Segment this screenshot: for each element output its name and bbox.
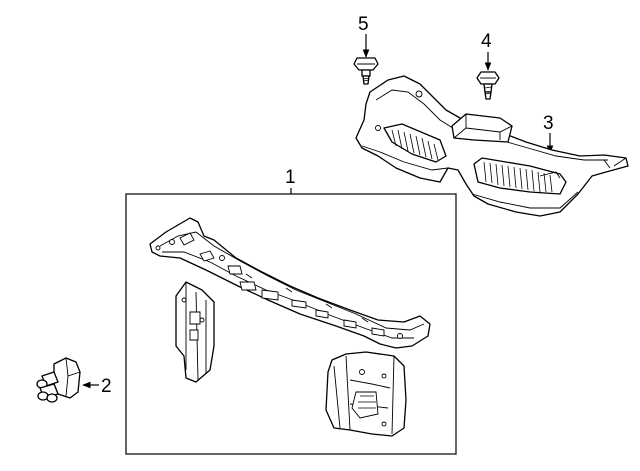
clip-part-4 <box>476 71 500 100</box>
connector-part-2 <box>36 357 81 403</box>
callout-2-label: 2 <box>101 376 112 397</box>
callout-1-group: 1 <box>125 167 457 455</box>
callout-5-group: 5 <box>358 14 370 58</box>
assembly-frame-box <box>125 193 457 455</box>
callout-4-group: 4 <box>481 31 492 71</box>
callout-5-label: 5 <box>358 14 369 35</box>
callout-1-label: 1 <box>285 167 296 188</box>
radiator-support-part-1 <box>149 217 431 437</box>
callout-3-group: 3 <box>543 113 554 154</box>
cowl-panel-part-3 <box>355 75 629 217</box>
callout-3-label: 3 <box>543 113 554 134</box>
screw-part-5 <box>353 57 379 85</box>
callout-4-label: 4 <box>481 31 492 52</box>
callout-2-group: 2 <box>82 376 112 397</box>
